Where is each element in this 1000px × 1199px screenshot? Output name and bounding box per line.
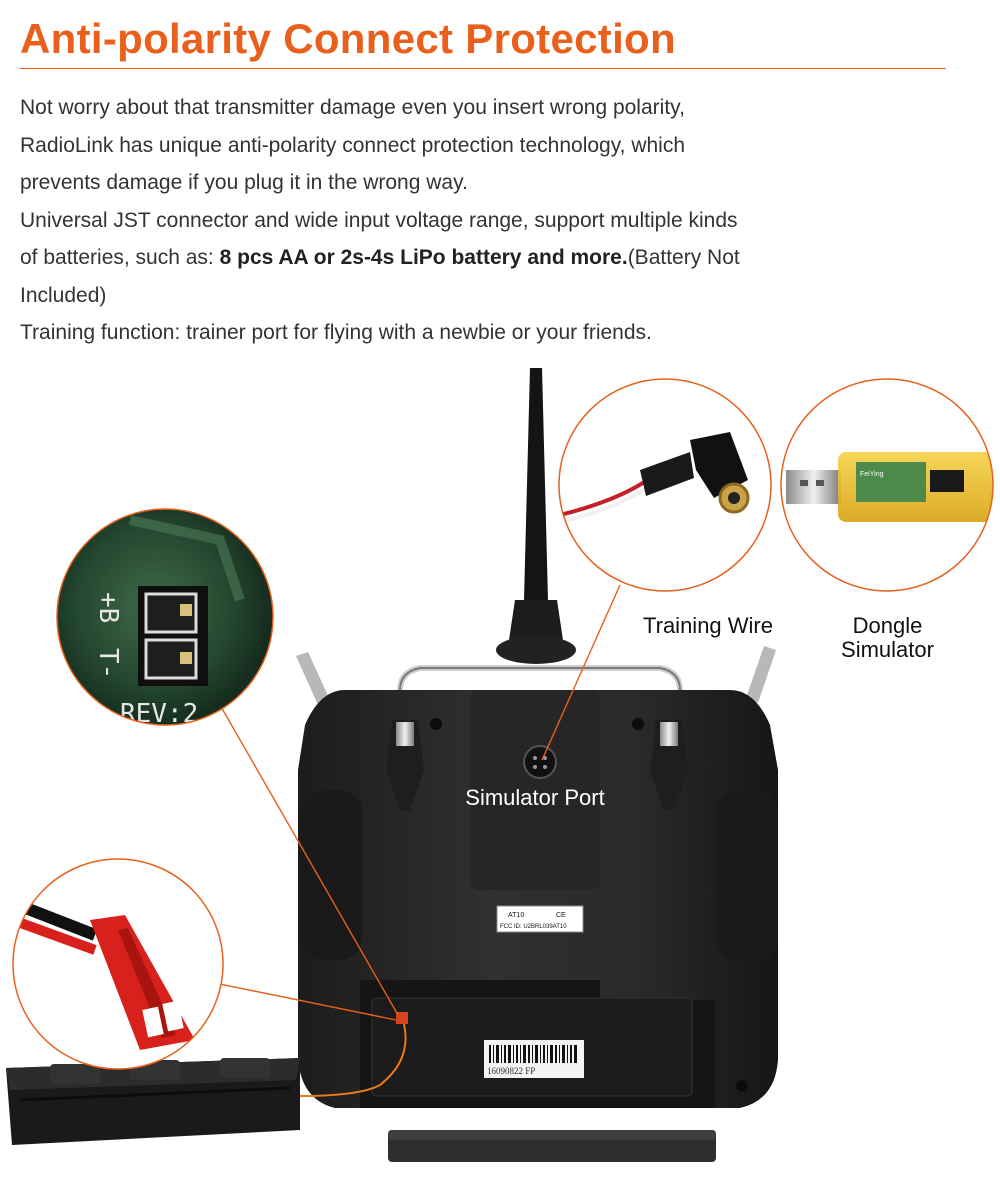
- pcb-minus-mark: T-: [93, 648, 123, 679]
- toggle-switches: [296, 646, 776, 705]
- dongle-label-line: Simulator: [841, 637, 934, 662]
- title-divider: [20, 68, 946, 69]
- description-segment: of batteries, such as:: [20, 246, 220, 269]
- fcc-label: AT10 CE FCC ID: U2BRL039AT10: [496, 905, 584, 933]
- callout-lines: [199, 584, 621, 1021]
- dongle-simulator-label: Dongle Simulator: [820, 614, 955, 662]
- description-line: Not worry about that transmitter damage …: [20, 96, 685, 119]
- product-illustration: AT10 CE FCC ID: U2BRL039AT10 16090822 FP: [6, 368, 994, 1162]
- sticker-cert: CE: [556, 912, 566, 919]
- description-segment: (Battery Not: [627, 246, 740, 269]
- battery-wire: [299, 1023, 407, 1097]
- carry-handle: [397, 665, 683, 720]
- jst-socket: [396, 1012, 408, 1024]
- dongle-label-line: Dongle: [852, 613, 923, 638]
- sticker-model: AT10: [508, 912, 524, 919]
- description-line: of batteries, such as: 8 pcs AA or 2s-4s…: [20, 239, 900, 277]
- pcb-plus-mark: +B: [93, 592, 123, 623]
- barcode-label: 16090822 FP: [484, 1040, 584, 1078]
- battery-highlight: 8 pcs AA or 2s-4s LiPo battery and more.: [219, 246, 628, 269]
- description-line: RadioLink has unique anti-polarity conne…: [20, 133, 686, 157]
- pcb-closeup: +B T- REV:2: [56, 508, 274, 726]
- battery-holder: [6, 1058, 300, 1145]
- dongle-closeup: FeiYing: [780, 378, 994, 592]
- description-line: Included): [20, 283, 107, 307]
- training-wire-label: Training Wire: [643, 613, 773, 638]
- barcode-number: 16090822 FP: [487, 1066, 535, 1076]
- dongle-brand: FeiYing: [860, 471, 884, 478]
- training-wire-closeup: [558, 378, 772, 592]
- description-line: Universal JST connector and wide input v…: [20, 208, 738, 232]
- description-line: Training function: trainer port for flyi…: [20, 321, 652, 344]
- antenna: [496, 368, 576, 664]
- jst-plug-closeup: [12, 858, 224, 1070]
- description-line: prevents damage if you plug it in the wr…: [20, 171, 468, 194]
- sticker-fcc: FCC ID: U2BRL039AT10: [500, 924, 567, 930]
- description-text: Not worry about that transmitter damage …: [20, 89, 900, 352]
- page-title: Anti-polarity Connect Protection: [20, 15, 676, 62]
- simulator-port-label: Simulator Port: [465, 785, 605, 810]
